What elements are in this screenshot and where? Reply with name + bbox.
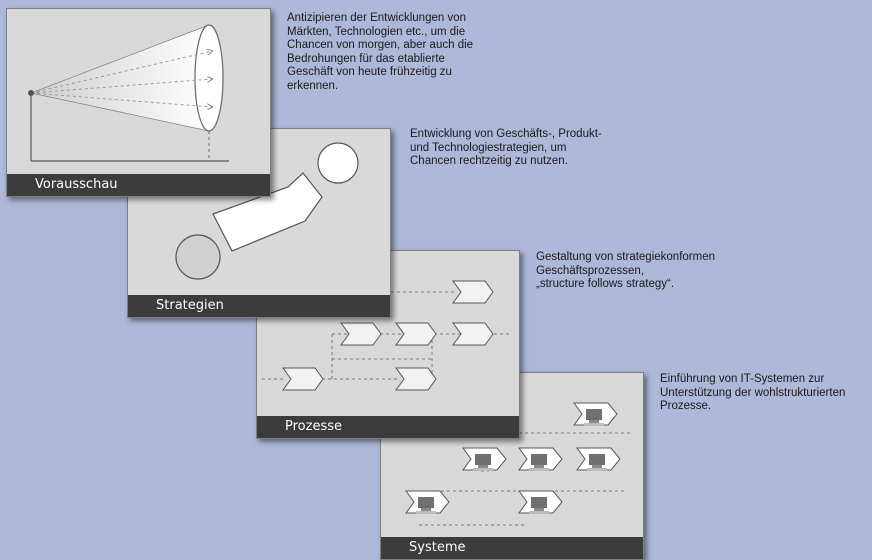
description-prozesse: Gestaltung von strategiekonformen Geschä… <box>536 251 715 290</box>
strategy-arrow-icon <box>212 172 323 252</box>
system-node-icon <box>518 490 563 515</box>
system-node-icon <box>462 447 507 472</box>
system-node-icon <box>576 447 621 472</box>
start-circle-icon <box>175 234 221 280</box>
description-strategien: Entwicklung von Geschäfts-, Produkt- und… <box>410 128 602 167</box>
system-node-icon <box>405 490 450 515</box>
process-step-icon <box>452 280 494 304</box>
systeme-diagram <box>405 402 631 526</box>
panel-vorausschau: Vorausschau <box>6 8 271 197</box>
process-step-icon <box>395 322 437 346</box>
panel-label-vorausschau: Vorausschau <box>7 174 270 196</box>
description-systeme: Einführung von IT-Systemen zur Unterstüt… <box>660 373 846 412</box>
target-circle-icon <box>317 142 359 184</box>
panel-label-systeme: Systeme <box>381 537 643 559</box>
description-vorausschau: Antizipieren der Entwicklungen von Märkt… <box>287 12 474 92</box>
system-node-icon <box>573 402 618 427</box>
strategien-diagram <box>175 142 359 280</box>
panel-label-strategien: Strategien <box>128 295 390 317</box>
vorausschau-diagram <box>28 24 229 162</box>
process-step-icon <box>282 367 324 391</box>
process-step-icon <box>395 367 437 391</box>
system-node-icon <box>518 447 563 472</box>
panel-label-prozesse: Prozesse <box>257 416 519 438</box>
